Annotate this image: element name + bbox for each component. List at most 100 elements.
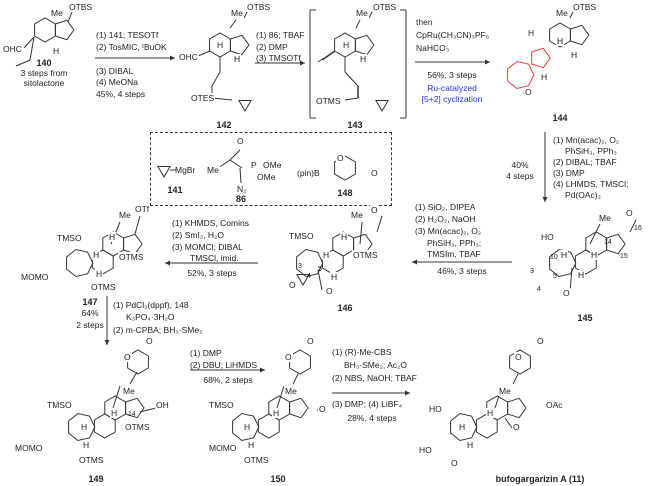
compound-label: 150	[270, 474, 286, 484]
yield: 40%	[511, 160, 529, 170]
bond	[344, 71, 359, 87]
atom-label: O	[512, 422, 521, 432]
bond	[217, 159, 231, 169]
atom-label: H	[590, 250, 599, 260]
locant: 14	[128, 411, 136, 418]
atom-label: TMSO	[56, 233, 83, 243]
compound-note: 3 steps from	[20, 68, 68, 78]
ring-seven	[296, 248, 324, 278]
condition: TMSIm, TBAF	[427, 249, 481, 259]
yield: 52%, 3 steps	[187, 268, 237, 278]
atom-label: O	[536, 336, 545, 346]
atom-label: H	[458, 422, 467, 432]
atom-label: O	[284, 352, 293, 362]
reaction-arrow-2-head	[300, 60, 305, 66]
atom-label: H	[466, 440, 475, 450]
bond	[129, 371, 138, 385]
atom-label: O	[514, 352, 523, 362]
condition: (2) NBS, NaOH; TBAF	[332, 373, 417, 383]
atom-label: O	[524, 87, 533, 97]
bond	[134, 215, 141, 235]
ring-six	[334, 155, 356, 181]
condition: (2) H₂O₂, NaOH	[415, 214, 476, 224]
condition: NaHCO₃	[416, 43, 450, 53]
bond	[512, 373, 519, 385]
atom-label: Me	[555, 8, 569, 18]
ring-five	[229, 34, 250, 56]
atom-label: O	[325, 286, 334, 296]
condition: (1) 86; TBAF	[256, 30, 305, 40]
atom-label: H	[110, 408, 119, 418]
locant: 10	[550, 254, 558, 261]
atom-label: H	[570, 50, 579, 60]
atom-label: OHC	[2, 44, 23, 54]
condition: (2) DBU; LiHMDS	[190, 360, 258, 370]
condition: CpRu(CH₃CN)₃PF₆	[416, 30, 490, 40]
condition: (1) PdCl₂(dppf), 148	[113, 300, 189, 310]
bond	[211, 71, 221, 87]
atom-label: H	[359, 54, 368, 64]
compound-label: 141	[167, 185, 183, 195]
cyclopropane-ring	[296, 274, 310, 286]
bond	[229, 19, 237, 29]
atom-label: O	[306, 336, 315, 346]
yield: 2 steps	[76, 320, 104, 330]
atom-label: H	[95, 269, 104, 279]
cyclopropane-ring	[375, 100, 389, 112]
ring-seven	[232, 412, 260, 442]
atom-label: OTMS	[315, 96, 342, 106]
condition: (3) Mn(acac)₂, O₂	[415, 226, 482, 236]
atom-label: O	[236, 136, 245, 146]
atom-label: MOMO	[208, 443, 238, 453]
bond	[355, 19, 361, 29]
atom-label: Me	[284, 386, 298, 396]
bond	[67, 11, 73, 23]
ring-seven	[549, 248, 577, 278]
locant: 15	[620, 253, 628, 260]
atom-label: O	[336, 153, 345, 163]
reaction-arrow-6-head	[165, 260, 170, 266]
atom-label: Me	[122, 386, 136, 396]
atom-label: Me	[230, 8, 244, 18]
ring-seven	[68, 412, 96, 442]
atom-label: HO	[418, 445, 433, 455]
compound-label: 147	[82, 297, 98, 307]
yield: 56%, 3 steps	[427, 70, 477, 80]
compound-label: 148	[337, 188, 353, 198]
atom-label: H	[92, 250, 101, 260]
atom-label: H	[233, 54, 242, 64]
atom-label: OMe	[256, 172, 277, 182]
atom-label: O	[562, 288, 571, 298]
bond	[292, 373, 299, 385]
ring-six	[34, 17, 56, 43]
bond	[376, 215, 383, 233]
atom-label: OTES	[190, 93, 216, 103]
annotation: Ru-catalyzed	[427, 83, 477, 93]
bond	[15, 59, 31, 67]
condition: K₃PO₄·3H₂O	[126, 312, 175, 322]
condition: then	[416, 17, 433, 27]
atom-label: H	[342, 40, 351, 50]
atom-label: OTf	[134, 204, 151, 214]
atom-label: O	[123, 352, 132, 362]
atom-label: Me	[118, 210, 132, 220]
atom-label: TMSO	[208, 400, 235, 410]
bond	[629, 219, 637, 233]
atom-label: O	[370, 168, 379, 178]
condition: (2) TosMIC, ᵗBuOK	[96, 42, 167, 52]
ring-five	[125, 397, 145, 419]
compound-label: 143	[347, 120, 363, 130]
ring-five	[569, 24, 590, 46]
atom-label: O	[145, 336, 154, 346]
atom-label: H	[80, 422, 89, 432]
atom-label: H	[527, 28, 536, 38]
bond	[276, 385, 285, 409]
locant: 16	[634, 225, 642, 232]
yield: 68%, 2 steps	[203, 375, 253, 385]
atom-label: OMe	[262, 160, 283, 170]
bond	[229, 149, 241, 161]
bond	[504, 417, 513, 429]
atom-label: OTMS	[118, 252, 145, 262]
condition: (1) 141; TESOTf	[96, 30, 159, 40]
